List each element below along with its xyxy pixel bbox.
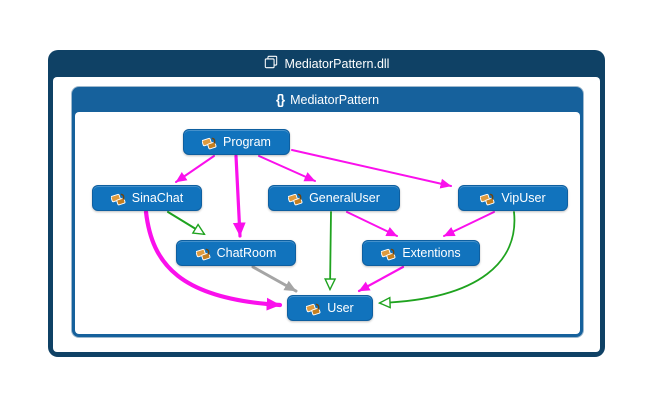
node-label: ChatRoom <box>216 246 277 260</box>
edge-SinaChat-to-ChatRoom[interactable] <box>167 211 204 234</box>
assembly-modules-icon <box>264 55 278 72</box>
node-User[interactable]: User <box>287 295 373 321</box>
edge-VipUser-to-Extentions[interactable] <box>443 211 495 237</box>
class-icon <box>195 246 211 261</box>
node-label: SinaChat <box>131 191 184 205</box>
edge-Program-to-ChatRoom[interactable] <box>232 154 246 238</box>
node-label: Program <box>223 135 271 149</box>
namespace-title: MediatorPattern <box>290 92 380 107</box>
node-label: Extentions <box>402 246 461 260</box>
edge-Extentions-to-User[interactable] <box>357 265 405 293</box>
edge-VipUser-to-User[interactable] <box>380 211 516 303</box>
node-VipUser[interactable]: VipUser <box>458 185 568 211</box>
namespace-group-header[interactable]: {} MediatorPattern <box>72 87 583 112</box>
node-ChatRoom[interactable]: ChatRoom <box>176 240 296 266</box>
edge-ChatRoom-to-User[interactable] <box>251 265 298 293</box>
namespace-braces-icon: {} <box>275 91 285 108</box>
node-SinaChat[interactable]: SinaChat <box>92 185 202 211</box>
edge-GeneralUser-to-User[interactable] <box>330 211 331 289</box>
assembly-group-header[interactable]: MediatorPattern.dll <box>48 50 605 77</box>
class-icon <box>110 191 126 206</box>
class-icon <box>202 135 217 150</box>
node-GeneralUser[interactable]: GeneralUser <box>268 185 400 211</box>
edge-SinaChat-to-User[interactable] <box>143 209 283 311</box>
edge-Program-to-SinaChat[interactable] <box>175 155 215 183</box>
class-icon <box>288 191 303 206</box>
edge-GeneralUser-to-Extentions[interactable] <box>346 211 398 237</box>
node-label: User <box>327 301 354 315</box>
node-Program[interactable]: Program <box>183 129 290 155</box>
class-icon <box>480 191 495 206</box>
edge-Program-to-VipUser[interactable] <box>291 149 452 189</box>
node-Extentions[interactable]: Extentions <box>362 240 480 266</box>
node-label: VipUser <box>501 191 546 205</box>
edge-Program-to-GeneralUser[interactable] <box>258 155 316 182</box>
class-icon <box>381 246 396 261</box>
class-icon <box>306 301 321 316</box>
node-label: GeneralUser <box>309 191 380 205</box>
assembly-title: MediatorPattern.dll <box>284 56 390 71</box>
